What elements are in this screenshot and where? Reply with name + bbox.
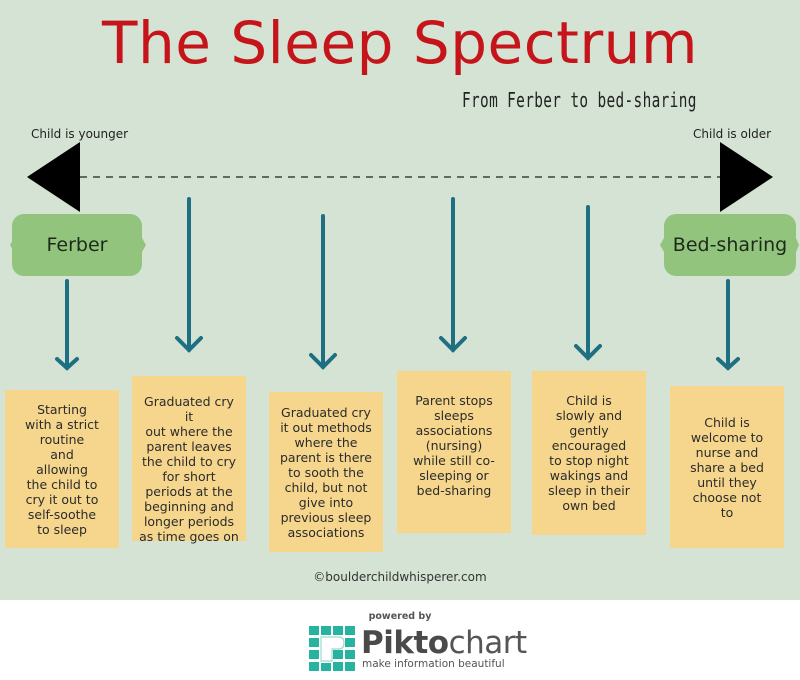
piktochart-logo-icon: [309, 626, 355, 671]
pill-right-notch-l: [660, 238, 664, 252]
triangle-left-icon: [27, 142, 80, 212]
arrow-down-icon: [309, 214, 337, 370]
subtitle: From Ferber to bed-sharing: [462, 88, 697, 112]
arrow-down-icon: [574, 205, 602, 361]
arrow-down-icon: [439, 197, 467, 353]
endpoint-bed-sharing: Bed-sharing: [664, 214, 796, 276]
copyright-credit: ©boulderchildwhisperer.com: [313, 570, 487, 584]
page-title: The Sleep Spectrum: [102, 9, 698, 77]
arrow-down-icon: [175, 197, 203, 353]
axis-label-younger: Child is younger: [31, 127, 129, 141]
infographic-canvas: The Sleep Spectrum From Ferber to bed-sh…: [0, 0, 800, 600]
brand-tagline: make information beautiful: [362, 658, 505, 670]
powered-by-label: powered by: [368, 611, 432, 622]
endpoint-ferber: Ferber: [12, 214, 142, 276]
pill-right-notch-r: [796, 238, 799, 252]
piktochart-brand[interactable]: Piktochart make information beautiful: [309, 625, 527, 671]
brand-name: Piktochart: [361, 625, 527, 661]
arrow-down-icon: [716, 279, 740, 371]
axis-label-older: Child is older: [693, 127, 772, 141]
triangle-right-icon: [720, 142, 773, 212]
pill-left-notch-r: [142, 238, 146, 252]
arrow-down-icon: [55, 279, 79, 371]
